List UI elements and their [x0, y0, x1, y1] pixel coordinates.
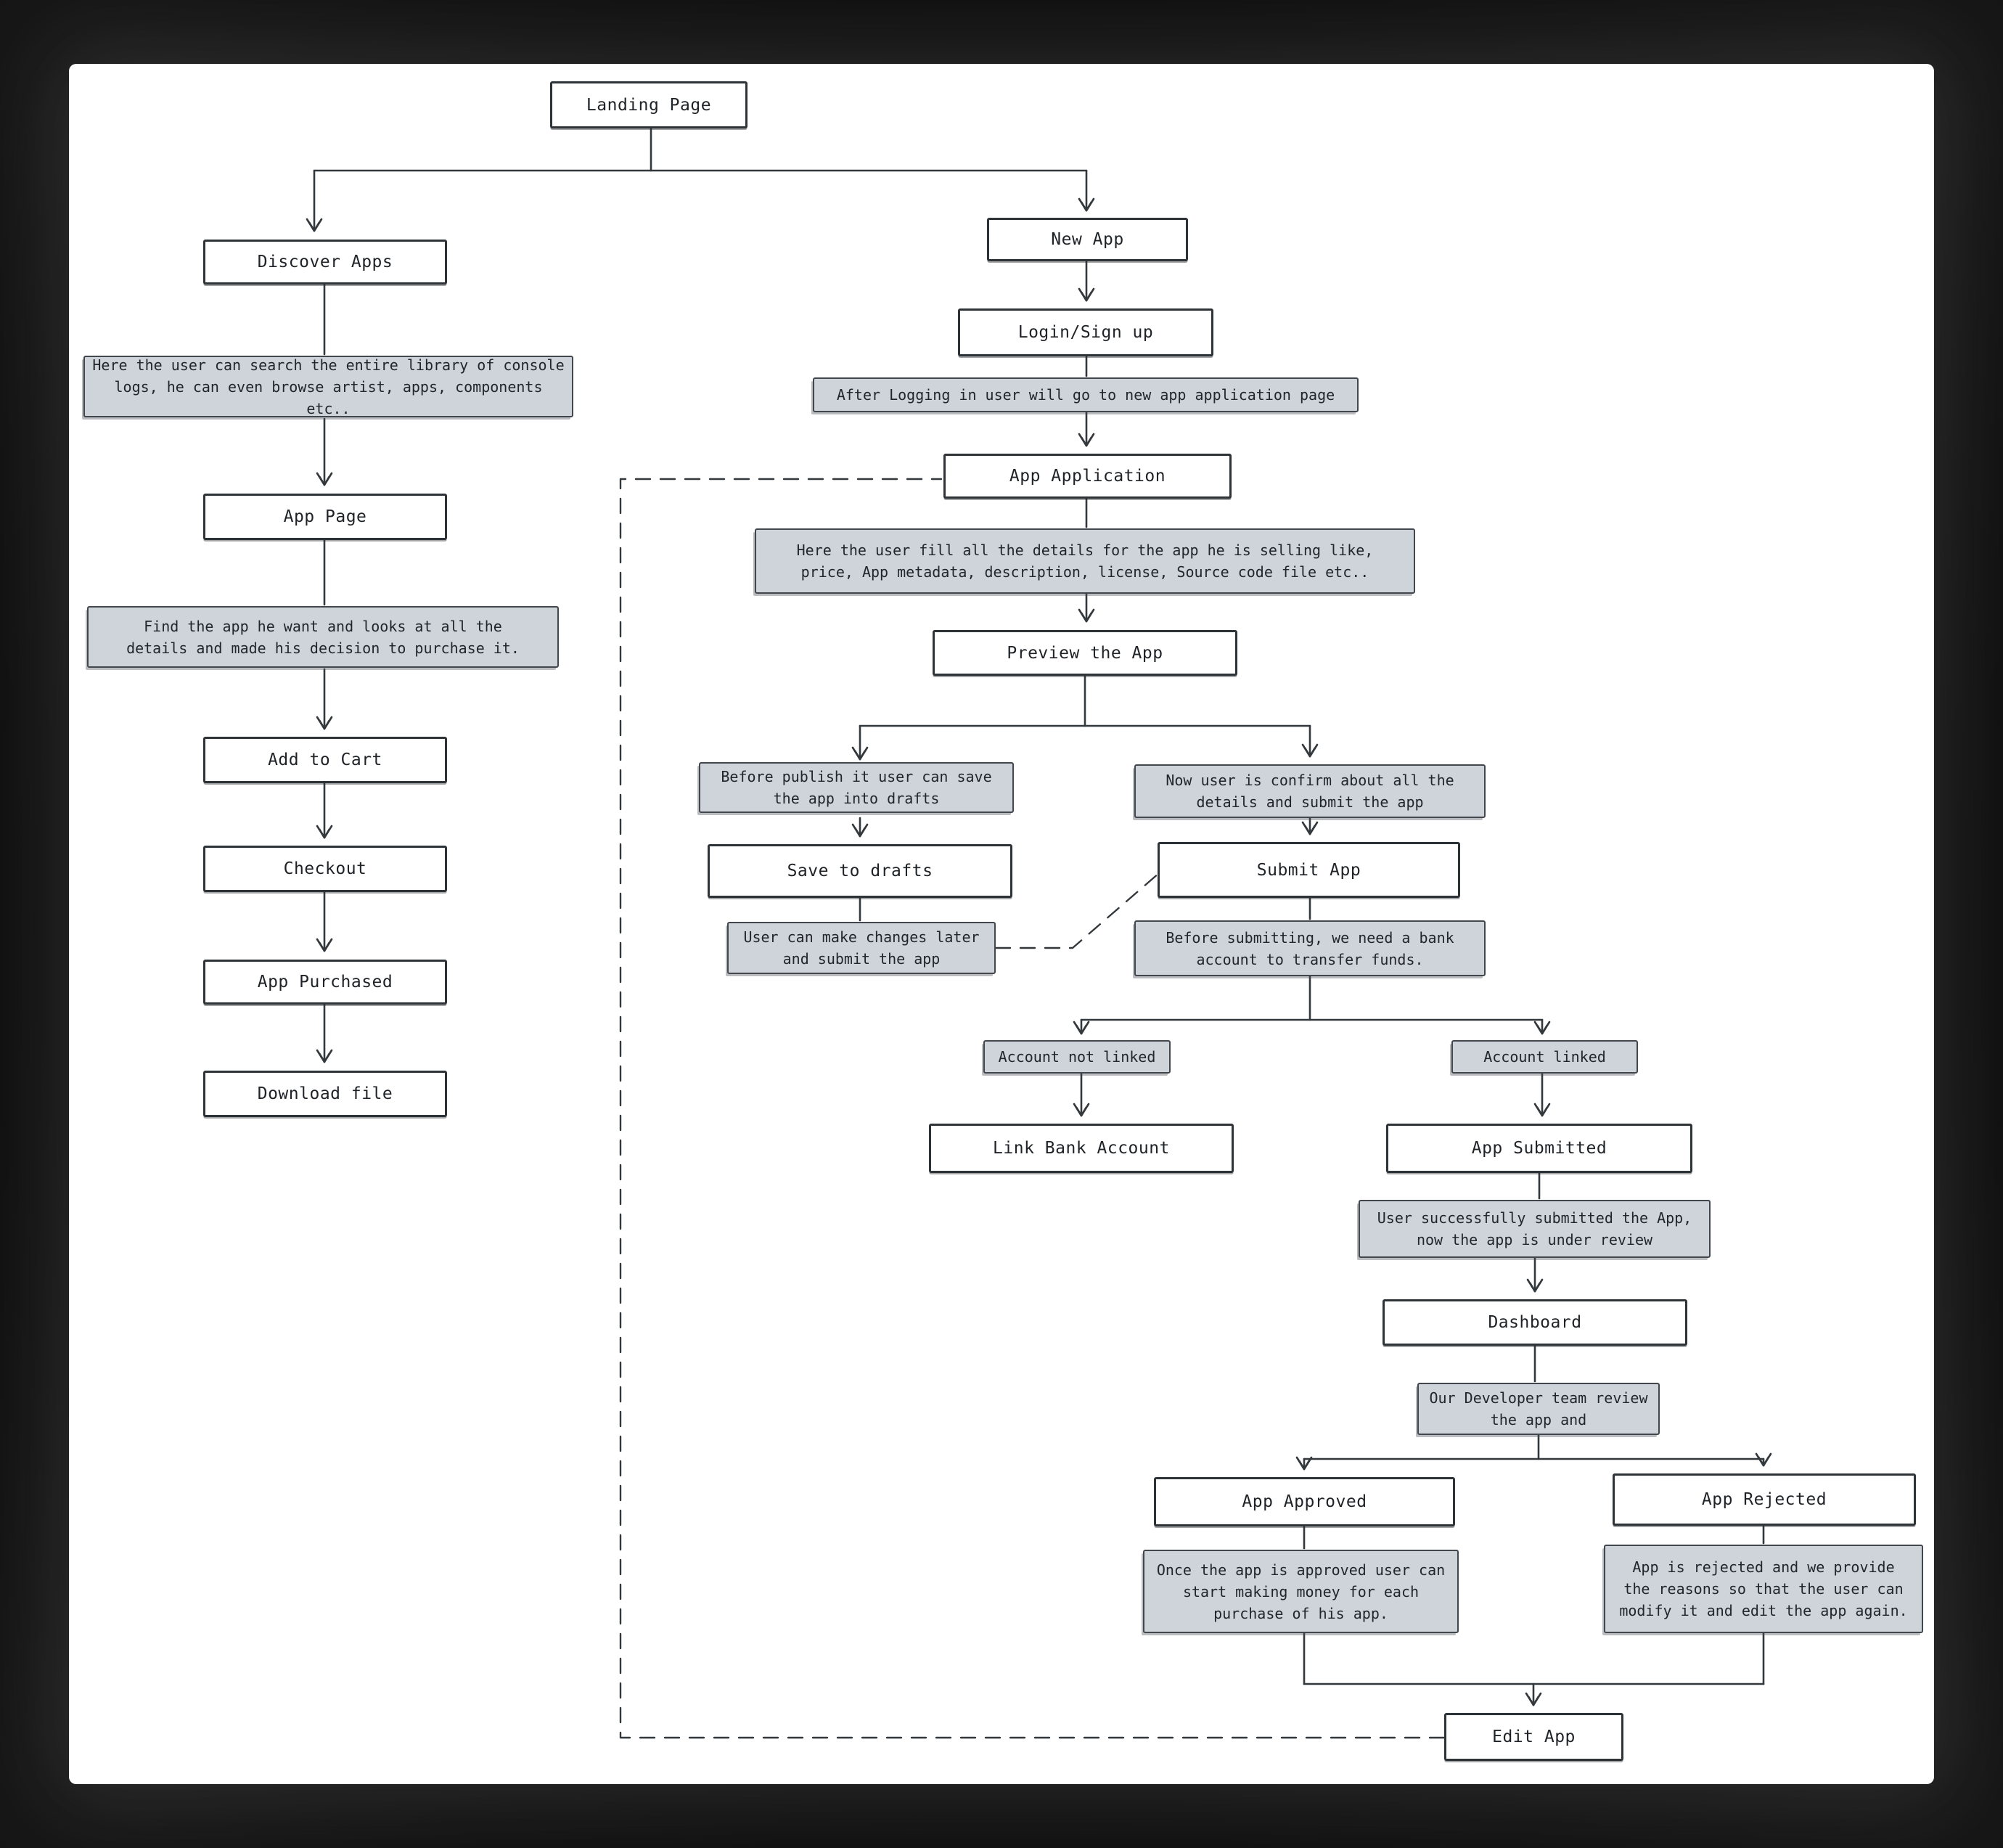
- note-app-page: Find the app he want and looks at all th…: [87, 606, 559, 668]
- node-app-rejected: App Rejected: [1613, 1473, 1916, 1526]
- node-checkout: Checkout: [203, 846, 447, 892]
- label-account-not-linked: Account not linked: [983, 1040, 1171, 1074]
- note-app-rejected: App is rejected and we provide the reaso…: [1604, 1545, 1923, 1633]
- node-app-purchased: App Purchased: [203, 960, 447, 1005]
- node-submit-app: Submit App: [1158, 842, 1460, 898]
- node-link-bank-account: Link Bank Account: [929, 1124, 1234, 1173]
- node-dashboard: Dashboard: [1383, 1299, 1687, 1346]
- note-save-to-drafts: Before publish it user can save the app …: [699, 762, 1014, 813]
- node-app-page: App Page: [203, 494, 447, 540]
- node-landing-page: Landing Page: [550, 81, 747, 128]
- note-make-changes: User can make changes later and submit t…: [727, 922, 996, 974]
- note-team-review: Our Developer team review the app and: [1417, 1383, 1660, 1435]
- flow-edge-dashed-drafts-to-submit: [994, 872, 1160, 949]
- label-account-linked: Account linked: [1451, 1040, 1638, 1074]
- note-confirm-submit: Now user is confirm about all the detail…: [1134, 764, 1486, 818]
- node-edit-app: Edit App: [1444, 1713, 1623, 1761]
- note-login: After Logging in user will go to new app…: [813, 377, 1359, 412]
- node-app-submitted: App Submitted: [1386, 1124, 1692, 1173]
- node-new-app: New App: [987, 218, 1188, 261]
- node-login-signup: Login/Sign up: [958, 308, 1213, 356]
- node-save-to-drafts: Save to drafts: [708, 844, 1012, 898]
- note-discover-apps: Here the user can search the entire libr…: [83, 356, 573, 417]
- node-preview-app: Preview the App: [933, 630, 1237, 676]
- node-app-application: App Application: [943, 454, 1232, 499]
- node-app-approved: App Approved: [1154, 1477, 1455, 1526]
- note-app-application: Here the user fill all the details for t…: [755, 528, 1415, 594]
- note-app-approved: Once the app is approved user can start …: [1143, 1550, 1459, 1633]
- node-discover-apps: Discover Apps: [203, 240, 447, 285]
- node-download-file: Download file: [203, 1071, 447, 1117]
- note-app-submitted: User successfully submitted the App, now…: [1359, 1200, 1711, 1258]
- node-add-to-cart: Add to Cart: [203, 737, 447, 783]
- note-bank-account: Before submitting, we need a bank accoun…: [1134, 920, 1486, 976]
